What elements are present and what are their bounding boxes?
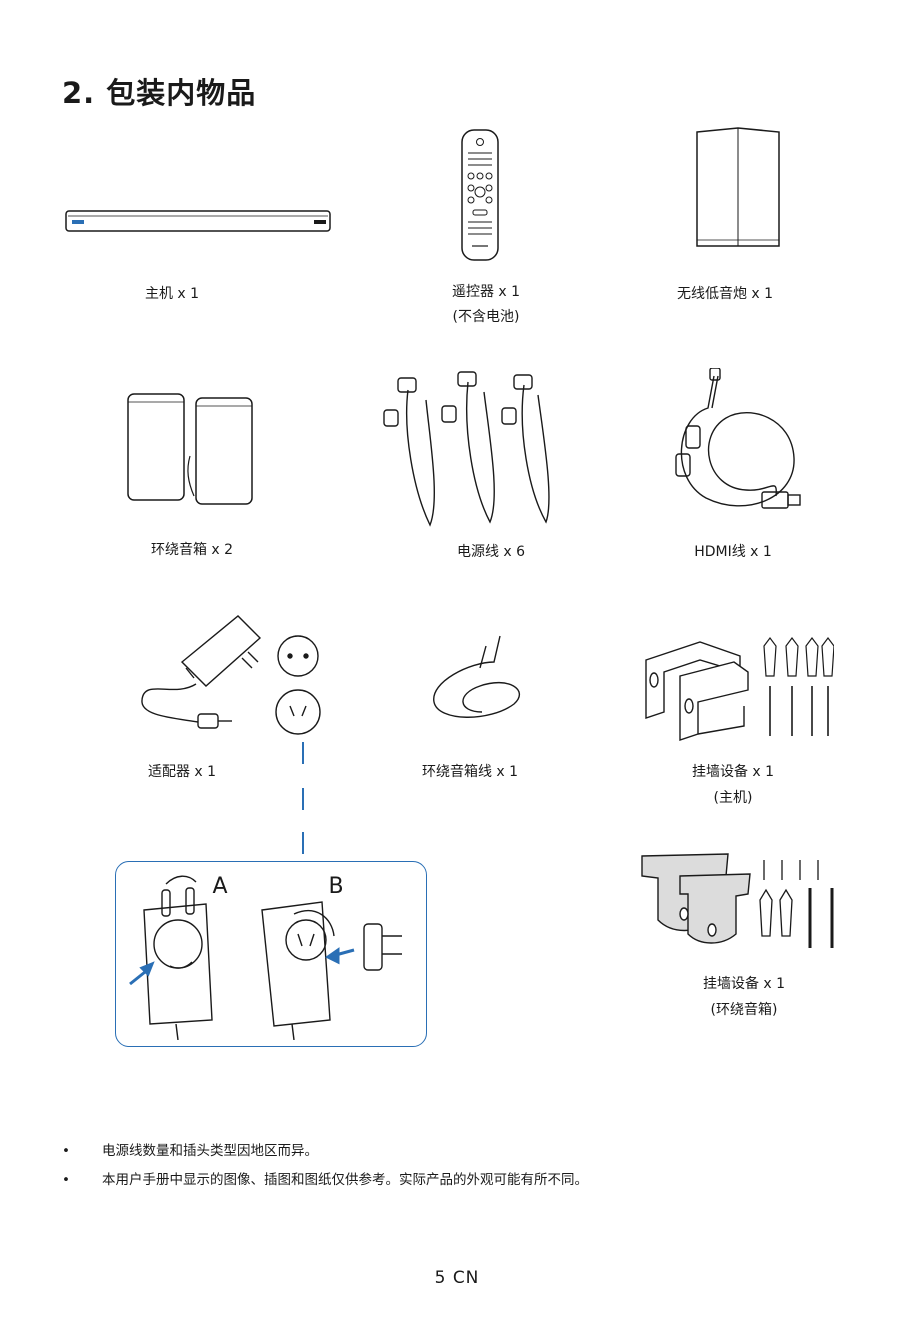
- page-title: 2. 包装内物品: [62, 70, 256, 112]
- wall-mount-main-illustration: [640, 632, 834, 744]
- hdmi-cable-illustration: [666, 368, 806, 528]
- subwoofer-label: 无线低音炮 x 1: [677, 282, 773, 307]
- inset-label-b: B: [328, 874, 343, 899]
- power-cable-label: 电源线 x 6: [457, 540, 525, 565]
- surround-cable-illustration: [420, 632, 530, 730]
- power-cable-illustration: [378, 370, 558, 535]
- wall-mount-speaker-note: (环绕音箱): [711, 998, 778, 1023]
- main-unit-label: 主机 x 1: [145, 282, 199, 307]
- surround-speakers-label: 环绕音箱 x 2: [151, 538, 233, 563]
- adapter-illustration: [134, 608, 324, 740]
- main-unit-illustration: [64, 205, 332, 235]
- remote-label: 遥控器 x 1: [452, 280, 520, 305]
- plug-change-illustration: [126, 870, 416, 1040]
- remote-note: (不含电池): [453, 305, 520, 330]
- connector-dash: [302, 742, 304, 764]
- note-item: 本用户手册中显示的图像、插图和图纸仅供参考。实际产品的外观可能有所不同。: [62, 1170, 588, 1199]
- adapter-label: 适配器 x 1: [148, 760, 216, 785]
- inset-label-a: A: [212, 874, 227, 899]
- surround-speakers-illustration: [124, 386, 258, 526]
- remote-illustration: [458, 128, 502, 262]
- notes-list: 电源线数量和插头类型因地区而异。 本用户手册中显示的图像、插图和图纸仅供参考。实…: [62, 1141, 588, 1199]
- wall-mount-speaker-label: 挂墙设备 x 1: [703, 972, 785, 997]
- subwoofer-illustration: [694, 126, 782, 250]
- wall-mount-speaker-illustration: [636, 850, 844, 960]
- surround-cable-label: 环绕音箱线 x 1: [422, 760, 518, 785]
- wall-mount-main-note: (主机): [714, 786, 753, 811]
- plug-change-inset: A B: [115, 861, 427, 1047]
- connector-dash: [302, 788, 304, 810]
- page-number: 5 CN: [0, 1268, 914, 1288]
- wall-mount-main-label: 挂墙设备 x 1: [692, 760, 774, 785]
- connector-dash: [302, 832, 304, 854]
- note-item: 电源线数量和插头类型因地区而异。: [62, 1141, 588, 1170]
- hdmi-cable-label: HDMI线 x 1: [694, 540, 772, 565]
